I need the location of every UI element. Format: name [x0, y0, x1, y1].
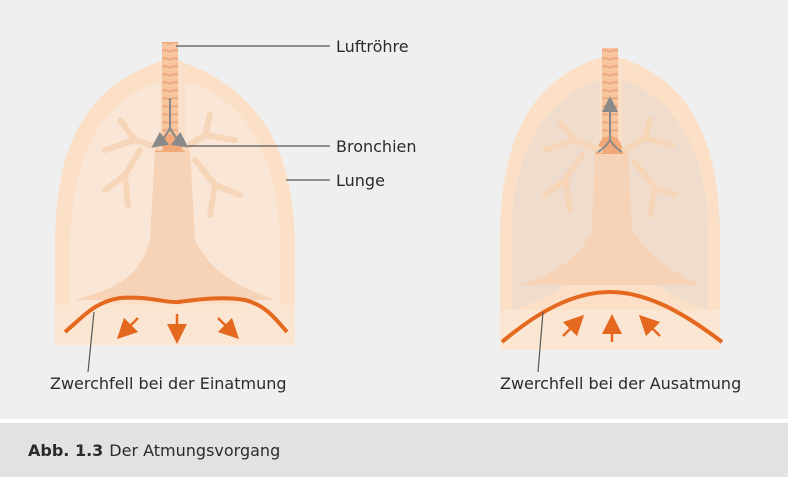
label-lung: Lunge — [336, 171, 385, 190]
respiration-figure: Luftröhre Bronchien Lunge Zwerchfell bei… — [0, 0, 788, 419]
figure-caption: Abb. 1.3 Der Atmungsvorgang — [0, 423, 788, 477]
lung-exhale — [500, 48, 722, 350]
lung-inhale — [55, 42, 295, 345]
respiration-diagram: Luftröhre Bronchien Lunge Zwerchfell bei… — [0, 0, 788, 419]
label-diaphragm-inhale: Zwerchfell bei der Einatmung — [50, 374, 287, 393]
label-diaphragm-exhale: Zwerchfell bei der Ausatmung — [500, 374, 741, 393]
caption-number: Abb. 1.3 — [28, 441, 103, 460]
label-trachea: Luftröhre — [336, 37, 409, 56]
label-bronchi: Bronchien — [336, 137, 417, 156]
caption-text: Der Atmungsvorgang — [109, 441, 280, 460]
